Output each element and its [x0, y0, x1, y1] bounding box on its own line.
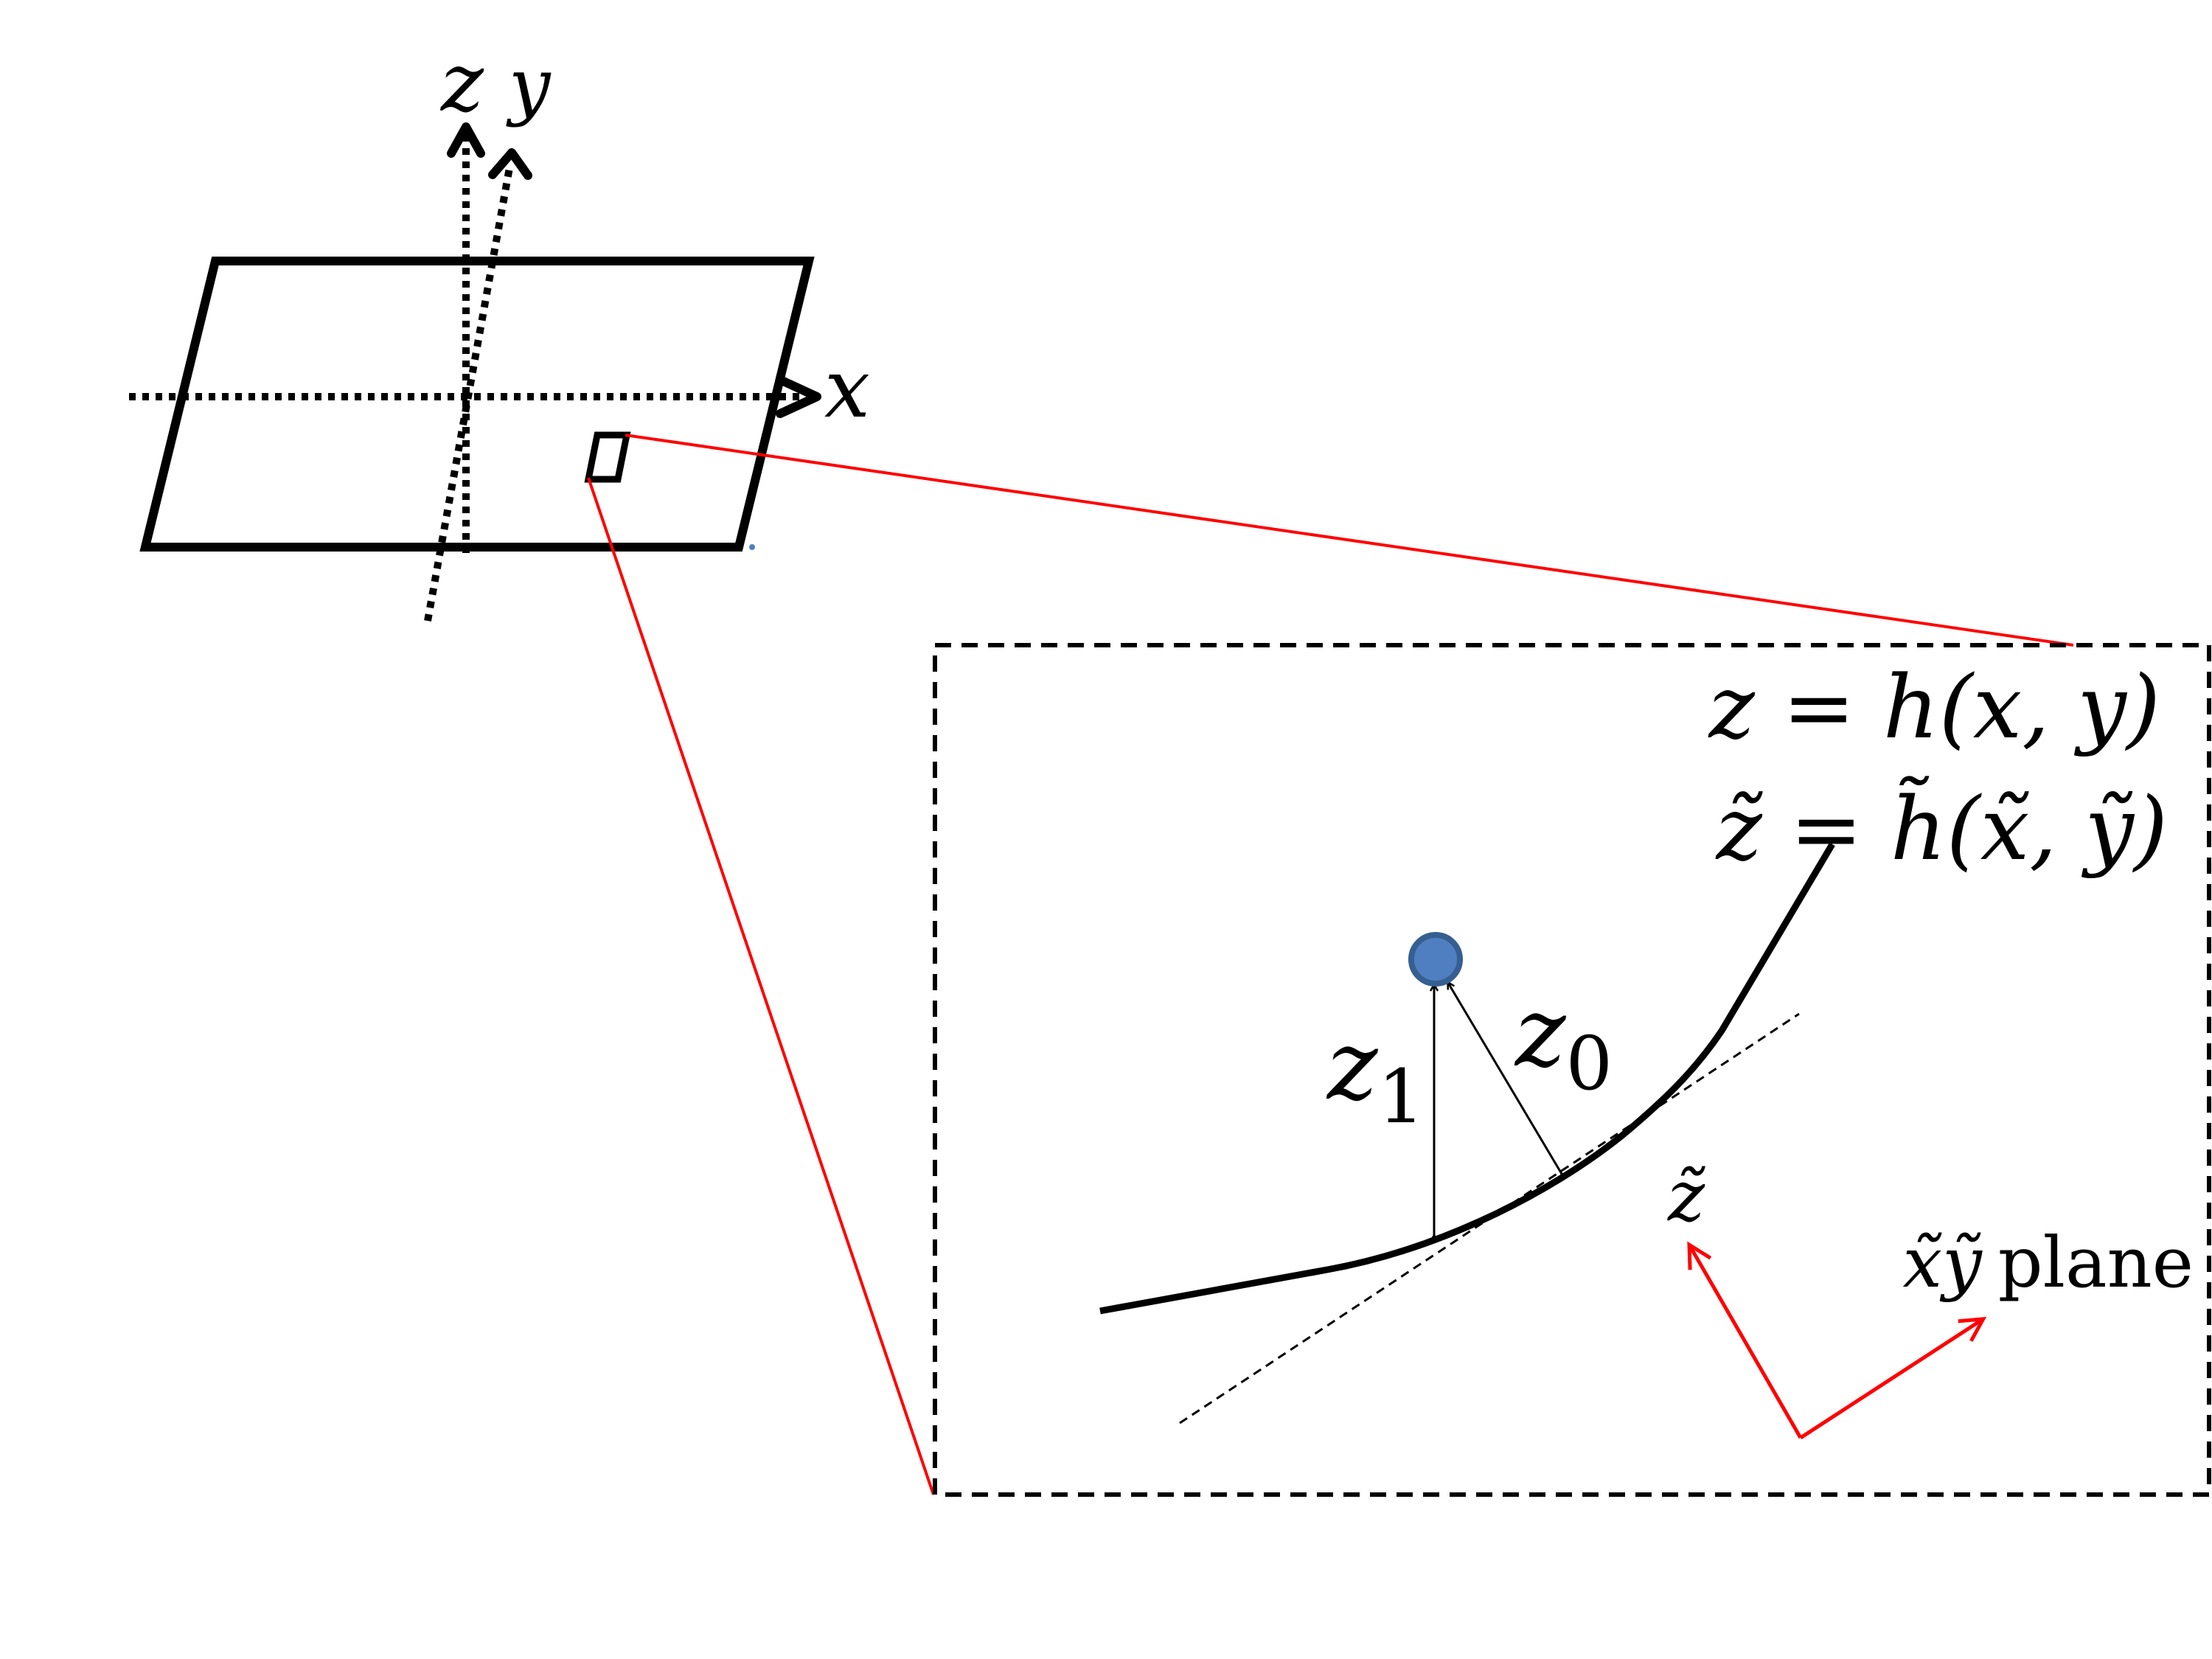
local-plane-label-word: plane	[1998, 1222, 2194, 1304]
z0-label-subscript: 0	[1566, 1020, 1613, 1107]
z1-label-subscript: 1	[1378, 1054, 1425, 1140]
local-plane-axis	[1799, 1317, 1987, 1440]
z0-distance-arrow	[1448, 983, 1562, 1174]
x-axis-label: x	[824, 341, 870, 436]
local-normal-axis	[1687, 1241, 1803, 1439]
surface-equation: z = h(x, y)	[1708, 656, 2160, 758]
plane-corner-dot	[749, 544, 755, 550]
surface-patch	[584, 431, 631, 483]
local-surface-curve	[1099, 842, 1835, 1315]
zoom-line-bottom	[587, 477, 935, 1495]
surface-local-equation: z̃ = h̃(x̃, ỹ)	[1715, 775, 2168, 880]
global-plane	[139, 257, 815, 552]
y-axis-label: y	[506, 42, 552, 128]
query-point	[1408, 932, 1463, 987]
z-axis-arrowhead	[447, 122, 485, 158]
z0-label-base: z	[1514, 976, 1567, 1088]
local-plane-label-vars: x̃ỹ	[1903, 1222, 1983, 1304]
y-axis-arrowhead	[488, 148, 532, 180]
z0-label: z0	[1514, 976, 1613, 1107]
zoom-inset	[933, 643, 2211, 1497]
local-normal-label: z̃	[1667, 1156, 1706, 1237]
x-axis-arrowhead	[776, 375, 821, 418]
zoom-line-top	[625, 434, 2074, 647]
z1-label-base: z	[1326, 1009, 1379, 1121]
z-axis-label: z	[439, 35, 484, 130]
y-axis	[424, 163, 514, 622]
z1-label: z1	[1326, 1009, 1425, 1140]
